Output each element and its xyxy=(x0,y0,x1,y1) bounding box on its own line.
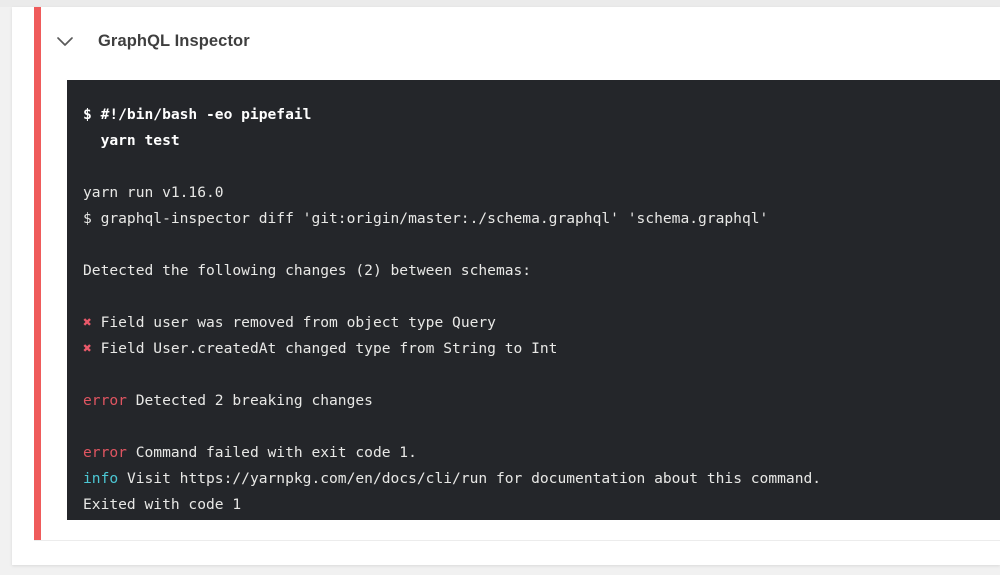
terminal-change-text: Field user was removed from object type … xyxy=(91,314,496,331)
terminal-line xyxy=(83,284,982,310)
terminal-info-label: info xyxy=(83,470,119,487)
job-status-stripe xyxy=(34,7,41,540)
terminal-console[interactable]: $ #!/bin/bash -eo pipefail yarn test yar… xyxy=(67,80,1000,520)
top-gray-band xyxy=(0,0,1000,7)
terminal-line: yarn test xyxy=(83,128,982,154)
terminal-message-text: Detected 2 breaking changes xyxy=(126,392,373,409)
terminal-output: $ #!/bin/bash -eo pipefail yarn test yar… xyxy=(67,80,1000,520)
terminal-message-text: Command failed with exit code 1. xyxy=(126,444,417,461)
terminal-error-label: error xyxy=(83,444,127,461)
terminal-line: Exited with code 1 xyxy=(83,492,982,518)
page-gutter xyxy=(0,0,12,575)
terminal-line: Detected the following changes (2) betwe… xyxy=(83,258,982,284)
cross-icon: ✖ xyxy=(83,314,92,331)
job-title: GraphQL Inspector xyxy=(98,31,250,50)
chevron-down-icon[interactable] xyxy=(52,28,78,54)
card-divider xyxy=(34,540,1000,541)
terminal-plain-text: yarn run v1.16.0 xyxy=(83,184,224,201)
terminal-plain-text: Exited with code 1 xyxy=(83,496,242,513)
terminal-command-text: yarn test xyxy=(83,132,180,149)
job-header[interactable]: GraphQL Inspector xyxy=(52,20,250,62)
terminal-command-text: $ #!/bin/bash -eo pipefail xyxy=(83,106,312,123)
terminal-line xyxy=(83,232,982,258)
terminal-line: yarn run v1.16.0 xyxy=(83,180,982,206)
terminal-error-label: error xyxy=(83,392,127,409)
terminal-plain-text: $ graphql-inspector diff 'git:origin/mas… xyxy=(83,210,769,227)
terminal-line: error Detected 2 breaking changes xyxy=(83,388,982,414)
job-card: GraphQL Inspector $ #!/bin/bash -eo pipe… xyxy=(12,7,1000,565)
terminal-line: $ graphql-inspector diff 'git:origin/mas… xyxy=(83,206,982,232)
terminal-line: $ #!/bin/bash -eo pipefail xyxy=(83,102,982,128)
terminal-change-text: Field User.createdAt changed type from S… xyxy=(91,340,558,357)
terminal-line: info Visit https://yarnpkg.com/en/docs/c… xyxy=(83,466,982,492)
terminal-line xyxy=(83,414,982,440)
terminal-message-text: Visit https://yarnpkg.com/en/docs/cli/ru… xyxy=(118,470,822,487)
terminal-line xyxy=(83,154,982,180)
terminal-plain-text: Detected the following changes (2) betwe… xyxy=(83,262,532,279)
terminal-line: ✖ Field user was removed from object typ… xyxy=(83,310,982,336)
terminal-line xyxy=(83,362,982,388)
terminal-line: ✖ Field User.createdAt changed type from… xyxy=(83,336,982,362)
cross-icon: ✖ xyxy=(83,340,92,357)
terminal-line: error Command failed with exit code 1. xyxy=(83,440,982,466)
